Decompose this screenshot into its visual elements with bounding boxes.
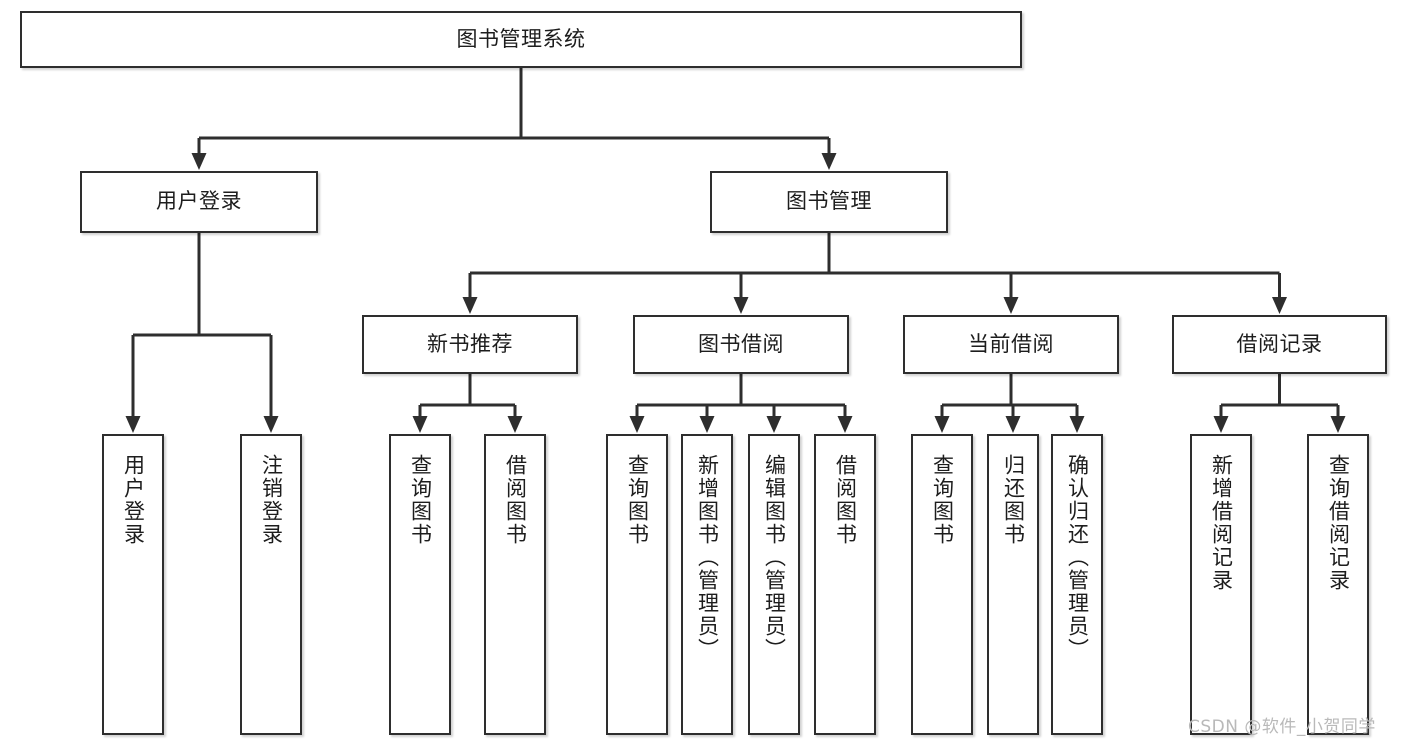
node-l4-r1[interactable]: 新增借阅记录 [1190,434,1252,735]
node-l4-u1[interactable]: 用户登录 [102,434,164,735]
node-label: 图书借阅 [698,331,784,356]
node-label: 新增借阅记录 [1209,454,1234,592]
node-l4-b1[interactable]: 查询图书 [606,434,668,735]
node-label: 当前借阅 [968,331,1054,356]
node-label: 查询图书 [625,454,650,546]
node-l3-current[interactable]: 当前借阅 [903,315,1119,374]
node-label: 借阅图书 [833,454,858,546]
node-l3-record[interactable]: 借阅记录 [1172,315,1387,374]
node-label: 新增图书（管理员） [695,454,720,661]
node-label: 查询图书 [408,454,433,546]
node-label: 借阅记录 [1236,331,1323,356]
node-l4-n2[interactable]: 借阅图书 [484,434,546,735]
node-l4-c3[interactable]: 确认归还（管理员） [1051,434,1103,735]
node-l4-u2[interactable]: 注销登录 [240,434,302,735]
node-label: 新书推荐 [427,331,513,356]
node-l4-c2[interactable]: 归还图书 [987,434,1039,735]
node-l4-b3[interactable]: 编辑图书（管理员） [748,434,800,735]
node-l4-b2[interactable]: 新增图书（管理员） [681,434,733,735]
node-l4-b4[interactable]: 借阅图书 [814,434,876,735]
node-label: 确认归还（管理员） [1065,454,1090,661]
node-label: 用户登录 [121,454,146,546]
node-label: 编辑图书（管理员） [762,454,787,661]
node-l3-new[interactable]: 新书推荐 [362,315,578,374]
node-label: 用户登录 [156,189,242,214]
node-l2-user[interactable]: 用户登录 [80,171,318,233]
node-label: 查询借阅记录 [1326,454,1351,592]
node-label: 图书管理系统 [456,26,586,51]
node-l2-book[interactable]: 图书管理 [710,171,948,233]
node-label: 图书管理 [786,189,872,214]
node-root[interactable]: 图书管理系统 [20,11,1022,68]
node-label: 查询图书 [930,454,955,546]
node-label: 注销登录 [259,454,284,546]
node-label: 归还图书 [1001,454,1026,546]
node-l3-borrow[interactable]: 图书借阅 [633,315,849,374]
node-l4-r2[interactable]: 查询借阅记录 [1307,434,1369,735]
node-l4-c1[interactable]: 查询图书 [911,434,973,735]
node-label: 借阅图书 [503,454,528,546]
node-l4-n1[interactable]: 查询图书 [389,434,451,735]
